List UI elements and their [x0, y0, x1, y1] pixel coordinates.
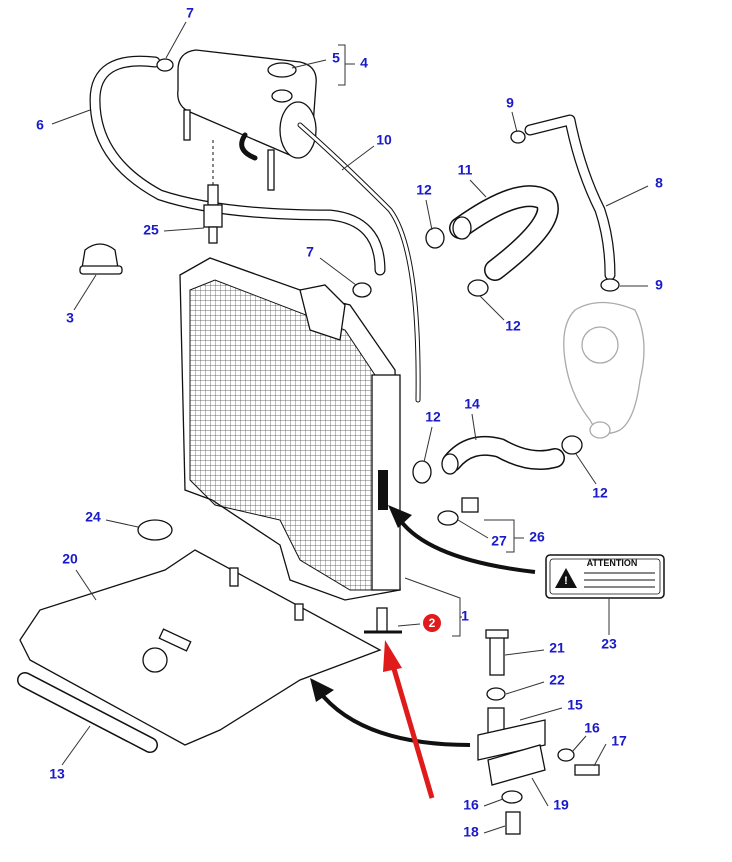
highlight-callout: 2 — [423, 614, 441, 632]
attention-label: ! ATTENTION — [545, 554, 665, 599]
highlight-arrow — [383, 640, 435, 799]
hose-6 — [89, 55, 386, 276]
tube-13 — [17, 672, 158, 753]
callout-7: 7 — [186, 5, 194, 21]
hose-clamps — [156, 58, 620, 484]
callout-16: 16 — [584, 720, 600, 736]
hose-14 — [441, 435, 565, 475]
callout-12: 12 — [425, 409, 441, 425]
callout-13: 13 — [49, 766, 65, 782]
callout-23: 23 — [601, 636, 617, 652]
hose-10 — [297, 122, 421, 403]
callout-9: 9 — [506, 95, 514, 111]
svg-text:!: ! — [564, 575, 568, 587]
callout-25: 25 — [143, 222, 159, 238]
callout-26: 26 — [529, 529, 545, 545]
cap-part-3 — [79, 243, 123, 275]
callout-19: 19 — [553, 797, 569, 813]
callout-4: 4 — [360, 55, 368, 71]
callout-27: 27 — [491, 533, 507, 549]
highlight-callout-number: 2 — [429, 616, 436, 630]
callout-17: 17 — [611, 733, 627, 749]
bracket-hardware — [477, 629, 600, 835]
assembly-arrows — [310, 505, 536, 747]
warning-triangle-icon — [555, 568, 577, 588]
temperature-sensor — [203, 140, 223, 244]
callout-24: 24 — [85, 509, 101, 525]
callout-7: 7 — [306, 244, 314, 260]
callout-12: 12 — [592, 485, 608, 501]
callout-1: 1 — [461, 608, 469, 624]
drain-plug-26 — [437, 497, 479, 526]
callout-12: 12 — [416, 182, 432, 198]
callout-5: 5 — [332, 50, 340, 66]
callout-9: 9 — [655, 277, 663, 293]
callout-11: 11 — [458, 162, 473, 178]
hose-8 — [524, 114, 616, 281]
callout-3: 3 — [66, 310, 74, 326]
plug-24 — [137, 519, 173, 541]
callout-22: 22 — [549, 672, 565, 688]
attention-label-title: ATTENTION — [587, 558, 638, 568]
callout-16: 16 — [463, 797, 479, 813]
tank-cap — [267, 62, 297, 78]
callouts: 7 5 4 6 10 9 11 12 8 25 7 9 3 12 14 12 1… — [36, 5, 663, 840]
callout-10: 10 — [376, 132, 392, 148]
hose-11 — [449, 185, 559, 281]
callout-15: 15 — [567, 697, 583, 713]
drain-tap — [364, 607, 402, 634]
callout-20: 20 — [62, 551, 78, 567]
callout-6: 6 — [36, 117, 44, 133]
callout-14: 14 — [464, 396, 480, 412]
expansion-tank — [177, 49, 317, 191]
mounting-plate — [19, 549, 382, 746]
radiator — [179, 257, 401, 601]
water-pump — [563, 301, 645, 439]
callout-8: 8 — [655, 175, 663, 191]
callout-21: 21 — [549, 640, 565, 656]
leader-lines — [51, 21, 649, 834]
callout-18: 18 — [463, 824, 479, 840]
callout-12: 12 — [505, 318, 521, 334]
